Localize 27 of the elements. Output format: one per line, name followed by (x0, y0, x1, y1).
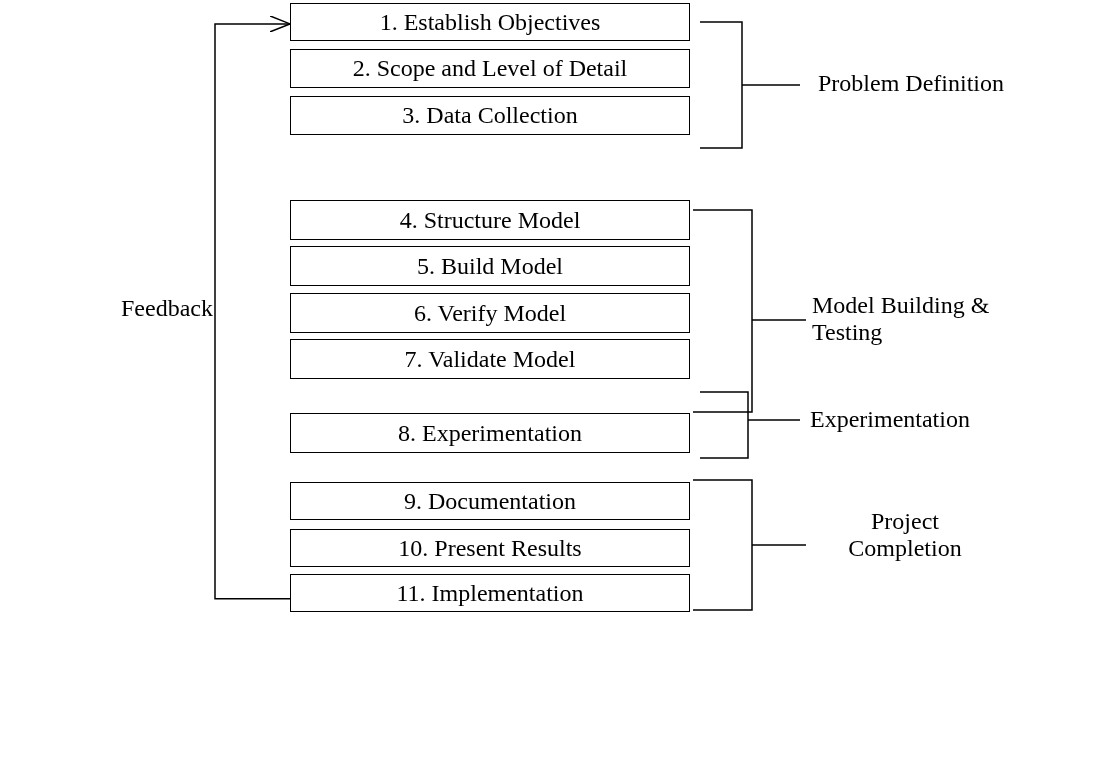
process-box (290, 200, 690, 240)
phase-label: Experimentation (810, 406, 970, 433)
step-label: 5. Build Model (417, 252, 563, 280)
process-box (290, 49, 690, 88)
step-label: 10. Present Results (398, 534, 582, 562)
phase-label: Project Completion (847, 508, 963, 562)
process-box (290, 482, 690, 520)
process-box (290, 413, 690, 453)
process-box (290, 339, 690, 379)
step-label: 11. Implementation (396, 579, 584, 607)
step-label: 7. Validate Model (404, 345, 576, 373)
phase-label: Problem Definition (818, 70, 1004, 97)
process-box (290, 96, 690, 135)
process-box (290, 246, 690, 286)
phase-label: Model Building & Testing (812, 292, 991, 346)
step-label: 6. Verify Model (413, 299, 567, 327)
process-box (290, 293, 690, 333)
step-label: 9. Documentation (404, 487, 576, 515)
step-label: 1. Establish Objectives (379, 8, 601, 36)
step-label: 4. Structure Model (399, 206, 581, 234)
process-box (290, 574, 690, 612)
step-label: 8. Experimentation (398, 419, 582, 447)
process-box (290, 3, 690, 41)
step-label: 3. Data Collection (402, 102, 578, 129)
process-box (290, 529, 690, 567)
feedback-arrow (214, 15, 291, 600)
step-label: 2. Scope and Level of Detail (352, 55, 628, 82)
